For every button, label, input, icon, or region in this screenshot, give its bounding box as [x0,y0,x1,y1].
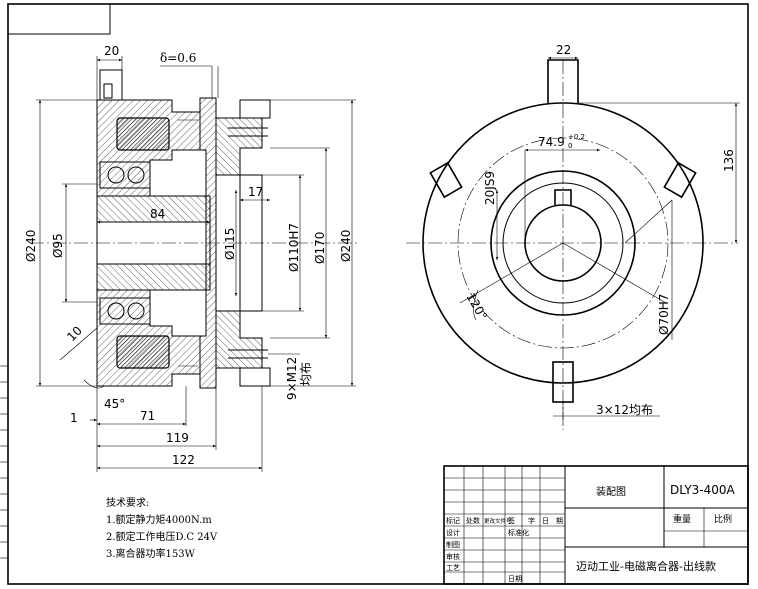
rev-header-day: 日 [542,517,549,525]
front-dimensions: 22 74.9 +0.2 0 20JS9 136 120° Ø70H7 3×12… [463,43,740,420]
coil-top [116,117,170,151]
dim-20js9: 20JS9 [483,171,497,205]
dim-bolt-thread: 9×M12 [285,357,299,400]
dim-bolt-even: 均布 [299,362,313,386]
notes-line-1: 1.额定静力矩4000N.m [106,513,212,526]
rotor-circle [490,170,636,316]
notes-line-2: 2.额定工作电压D.C 24V [106,530,218,543]
dim-d240-left: Ø240 [24,230,38,262]
rev-header-sign: 签 [508,516,515,525]
dim-22: 22 [556,43,571,57]
dim-122: 122 [172,453,195,467]
dim-84: 84 [150,207,165,221]
tb-date: 日期 [508,575,522,583]
rev-header-doc: 更改文件号 [484,517,512,525]
dim-d110h7: Ø110H7 [287,223,301,272]
notes-line-3: 3.离合器功率153W [106,547,196,560]
dim-136: 136 [722,149,736,172]
dim-d170: Ø170 [313,232,327,264]
dim-angle-120: 120° [463,291,490,323]
tb-standard: 标准化 [508,528,529,537]
front-view [406,59,738,430]
rotor-top [215,117,263,176]
tb-weight: 重量 [673,513,691,525]
dim-key-depth: 74.9 [538,135,565,149]
tb-process: 工艺 [446,564,460,572]
bolt-circle [457,137,669,349]
section-dimensions: 20 δ=0.6 17 84 Ø240 Ø95 Ø115 Ø110H7 [24,44,356,472]
keyway [554,189,572,205]
top-lug [547,59,579,103]
rev-header-mark: 标记 [446,516,460,525]
dim-20: 20 [104,44,119,58]
technical-notes: 技术要求: 1.额定静力矩4000N.m 2.额定工作电压D.C 24V 3.离… [106,496,218,560]
coil-bottom [116,335,170,369]
notes-title: 技术要求: [106,496,149,509]
dim-d70h7: Ø70H7 [657,294,671,335]
rotor-bottom [215,310,263,369]
dim-key-tol-lower: 0 [568,142,572,150]
tb-draw: 制图 [446,540,460,549]
rev-header-count: 处数 [466,516,480,525]
dim-119: 119 [166,431,189,445]
dim-offset-1: 1 [70,411,78,425]
dim-angle-45: 45° [104,397,125,411]
outer-circle [422,102,704,384]
rev-header-char: 字 [528,516,535,525]
dim-air-gap: δ=0.6 [160,51,196,65]
bearing-bottom [99,297,151,325]
dim-d95: Ø95 [51,233,65,258]
dim-71: 71 [140,409,155,423]
right-slot [663,161,697,199]
section-view [30,69,360,389]
tb-model: DLY3-400A [670,483,736,497]
terminal [99,69,123,101]
tb-scale: 比例 [714,513,732,525]
tb-check: 审核 [446,552,460,561]
bearing-top [99,161,151,189]
title-block: 标记 处数 更改文件号 签 字 日 期 设计 标准化 制图 审核 工艺 日期 装… [443,465,749,585]
dim-slots: 3×12均布 [596,403,653,417]
rev-header-period: 期 [556,517,563,525]
tb-design: 设计 [446,528,460,537]
dim-d115: Ø115 [223,228,237,260]
left-slot [429,161,463,199]
dim-17: 17 [248,185,263,199]
tb-drawing-name: 装配图 [596,485,626,498]
dim-d240-right: Ø240 [339,230,353,262]
tb-company: 迈动工业-电磁离合器-出线款 [576,559,716,573]
dim-key-tol-upper: +0.2 [568,133,585,141]
drawing-frame [0,3,749,585]
